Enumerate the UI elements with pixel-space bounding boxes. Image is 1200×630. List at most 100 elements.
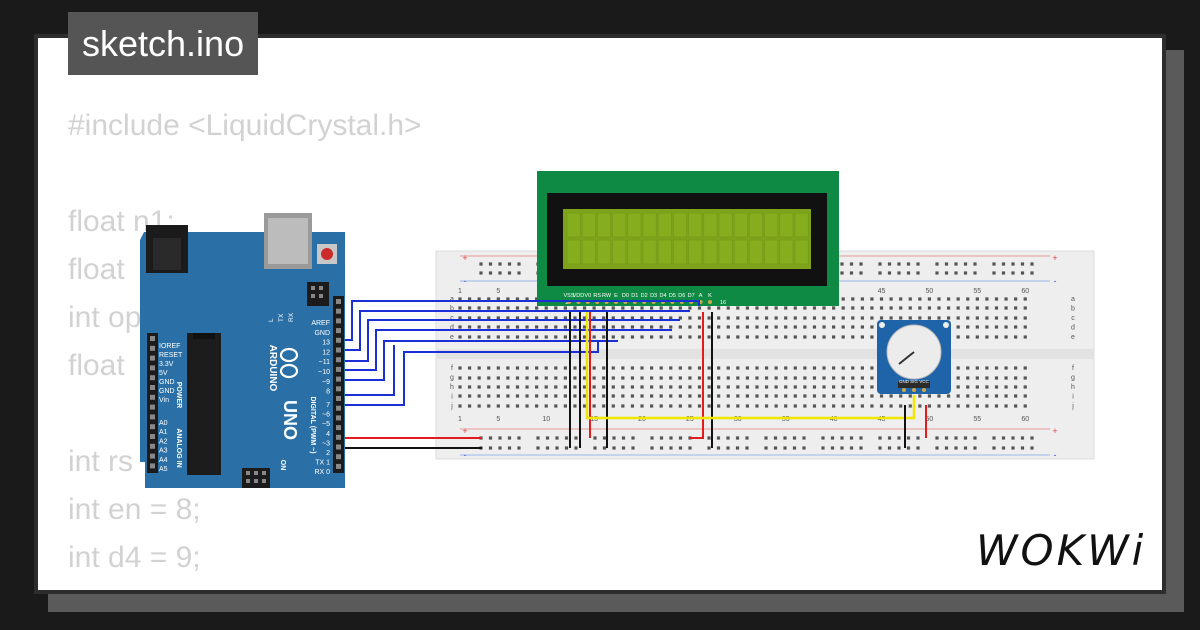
arduino-pin-label: 12 — [322, 349, 330, 356]
arduino-pin-label: RESET — [159, 352, 183, 359]
breadboard-row-letter: e — [1071, 334, 1075, 341]
wire-yellow — [585, 312, 916, 420]
breadboard-column-number: 60 — [1021, 416, 1029, 423]
arduino-pin-label: IOREF — [159, 343, 180, 350]
arduino-pin-label: UNO — [280, 400, 300, 440]
arduino-pin-label: GND — [159, 379, 175, 386]
code-line: #include <LiquidCrystal.h> — [68, 109, 422, 142]
svg-text:-: - — [464, 276, 467, 286]
lcd-pin-label: A — [699, 293, 703, 299]
arduino-pin-label: A2 — [159, 438, 168, 445]
lcd-pin-label: D1 — [631, 293, 638, 299]
arduino-pin-label: 8 — [326, 389, 330, 396]
wire-blue — [345, 345, 395, 396]
breadboard-row-letter: g — [1071, 375, 1075, 382]
breadboard-column-number: 1 — [458, 416, 462, 423]
svg-text:-: - — [464, 450, 467, 460]
svg-text:+: + — [1052, 253, 1057, 263]
lcd-pin-label: D6 — [678, 293, 685, 299]
arduino-pin-label: ~5 — [322, 421, 330, 428]
svg-text:+: + — [462, 426, 467, 436]
arduino-pin-label: 5V — [159, 370, 168, 377]
arduino-pin-label: TX — [278, 313, 285, 322]
breadboard-column-number: 50 — [926, 288, 934, 295]
reset-button[interactable] — [321, 248, 333, 260]
breadboard-column-number: 35 — [782, 416, 790, 423]
wire-blue — [345, 342, 599, 406]
lcd-pin-label: E — [614, 293, 618, 299]
breadboard-row-letter: j — [450, 403, 453, 410]
pot-pin-label: SIG — [910, 379, 918, 384]
lcd-pin-label: D3 — [650, 293, 657, 299]
arduino-pin-label: TX 1 — [315, 460, 330, 467]
breadboard-row-letter: i — [451, 394, 453, 401]
code-line: int en = 8; — [68, 493, 201, 526]
breadboard-row-letter: c — [1071, 315, 1075, 322]
breadboard-column-number: 50 — [926, 416, 934, 423]
wire-red — [690, 312, 704, 439]
breadboard-row-letter: g — [450, 375, 454, 382]
arduino-pin-label: L — [268, 318, 275, 322]
arduino-pin-label: RX 0 — [314, 469, 330, 476]
lcd-pin-label: D0 — [622, 293, 629, 299]
lcd-pin-label: D2 — [641, 293, 648, 299]
pot-pin-label: GND — [899, 379, 910, 384]
breadboard-column-number: 45 — [878, 288, 886, 295]
breadboard-row-letter: a — [1071, 296, 1075, 303]
code-line: int d4 = 9; — [68, 541, 201, 574]
breadboard-row-letter: b — [450, 306, 454, 313]
lcd-pin-label: D5 — [669, 293, 676, 299]
arduino-uno[interactable]: IOREFRESET3.3V5VGNDGNDVinA0A1A2A3A4A5ARE… — [140, 213, 345, 488]
breadboard-column-number: 1 — [458, 288, 462, 295]
arduino-pin-label: 2 — [326, 450, 330, 457]
lcd-pin-label: RS — [593, 293, 601, 299]
breadboard-column-number: 20 — [638, 416, 646, 423]
breadboard-row-letter: a — [450, 296, 454, 303]
code-line: float — [68, 253, 125, 286]
arduino-pin-label: 7 — [326, 402, 330, 409]
arduino-pin-label: A3 — [159, 448, 168, 455]
file-tab[interactable]: sketch.ino — [68, 12, 259, 75]
code-line: int d5 = 10; — [68, 582, 422, 590]
arduino-pin-label: ANALOG IN — [175, 428, 182, 467]
breadboard-column-number: 40 — [830, 416, 838, 423]
code-line: int rs — [68, 445, 134, 478]
breadboard-row-letter: b — [1071, 306, 1075, 313]
pot-pin-label: VCC — [919, 379, 929, 384]
lcd-pin-number: 1 — [565, 300, 568, 306]
arduino-pin-label: DIGITAL (PWM ~) — [309, 396, 316, 453]
breadboard-row-letter: f — [1072, 365, 1074, 372]
breadboard-row-letter: j — [1071, 403, 1074, 410]
arduino-pin-label: AREF — [311, 320, 330, 327]
atmega-chip — [187, 333, 221, 475]
lcd-pin-label: K — [708, 293, 712, 299]
breadboard-row-letter: h — [1071, 384, 1075, 391]
code-line: float — [68, 349, 125, 382]
arduino-pin-label: Vin — [159, 397, 169, 404]
svg-text:-: - — [1054, 450, 1057, 460]
breadboard-row-letter: f — [451, 365, 453, 372]
svg-text:+: + — [1052, 426, 1057, 436]
breadboard-column-number: 25 — [686, 416, 694, 423]
breadboard-column-number: 15 — [590, 416, 598, 423]
breadboard-column-number: 60 — [1021, 288, 1029, 295]
arduino-pin-label: ARDUINO — [267, 345, 278, 392]
lcd-pin-label: D4 — [659, 293, 666, 299]
lcd-pin-label: VSS — [563, 293, 574, 299]
breadboard-column-number: 30 — [734, 416, 742, 423]
wire-blue — [345, 310, 690, 351]
breadboard-column-number: 5 — [496, 288, 500, 295]
breadboard-row-letter: e — [450, 334, 454, 341]
wire-blue — [345, 300, 700, 341]
breadboard-row-letter: d — [450, 325, 454, 332]
lcd-pin-number: 16 — [720, 300, 726, 306]
code-preview: #include <LiquidCrystal.h> float n1;floa… — [68, 102, 422, 590]
breadboard-row-letter: c — [450, 315, 454, 322]
lcd-pin-label: V0 — [584, 293, 591, 299]
wire-blue — [345, 319, 680, 362]
arduino-pin-label: GND — [314, 330, 330, 337]
arduino-pin-label: 4 — [326, 431, 330, 438]
